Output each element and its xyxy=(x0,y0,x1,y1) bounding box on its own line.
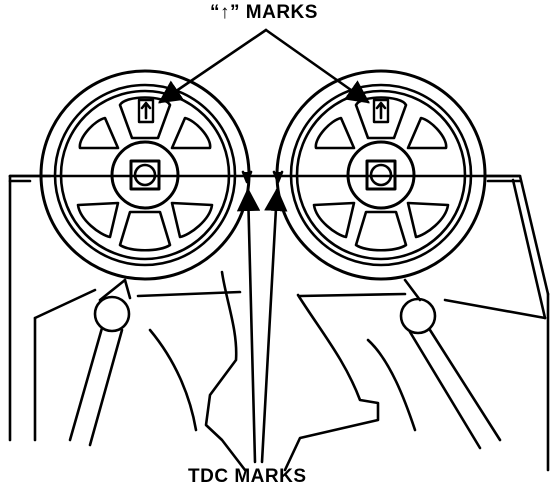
left-up-mark xyxy=(140,101,152,120)
tdc-alignment-line xyxy=(8,174,522,183)
up-marks-leaders xyxy=(158,28,370,104)
tdc-marks-leaders xyxy=(236,187,288,464)
left-tensioner xyxy=(68,278,132,447)
right-tensioner xyxy=(399,278,502,450)
tdc-notch-marks xyxy=(241,170,284,184)
up-marks-label: “↑” MARKS xyxy=(210,2,318,23)
tdc-marks-label: TDC MARKS xyxy=(188,466,307,487)
timing-case-center xyxy=(148,270,417,472)
right-up-mark xyxy=(375,101,387,120)
